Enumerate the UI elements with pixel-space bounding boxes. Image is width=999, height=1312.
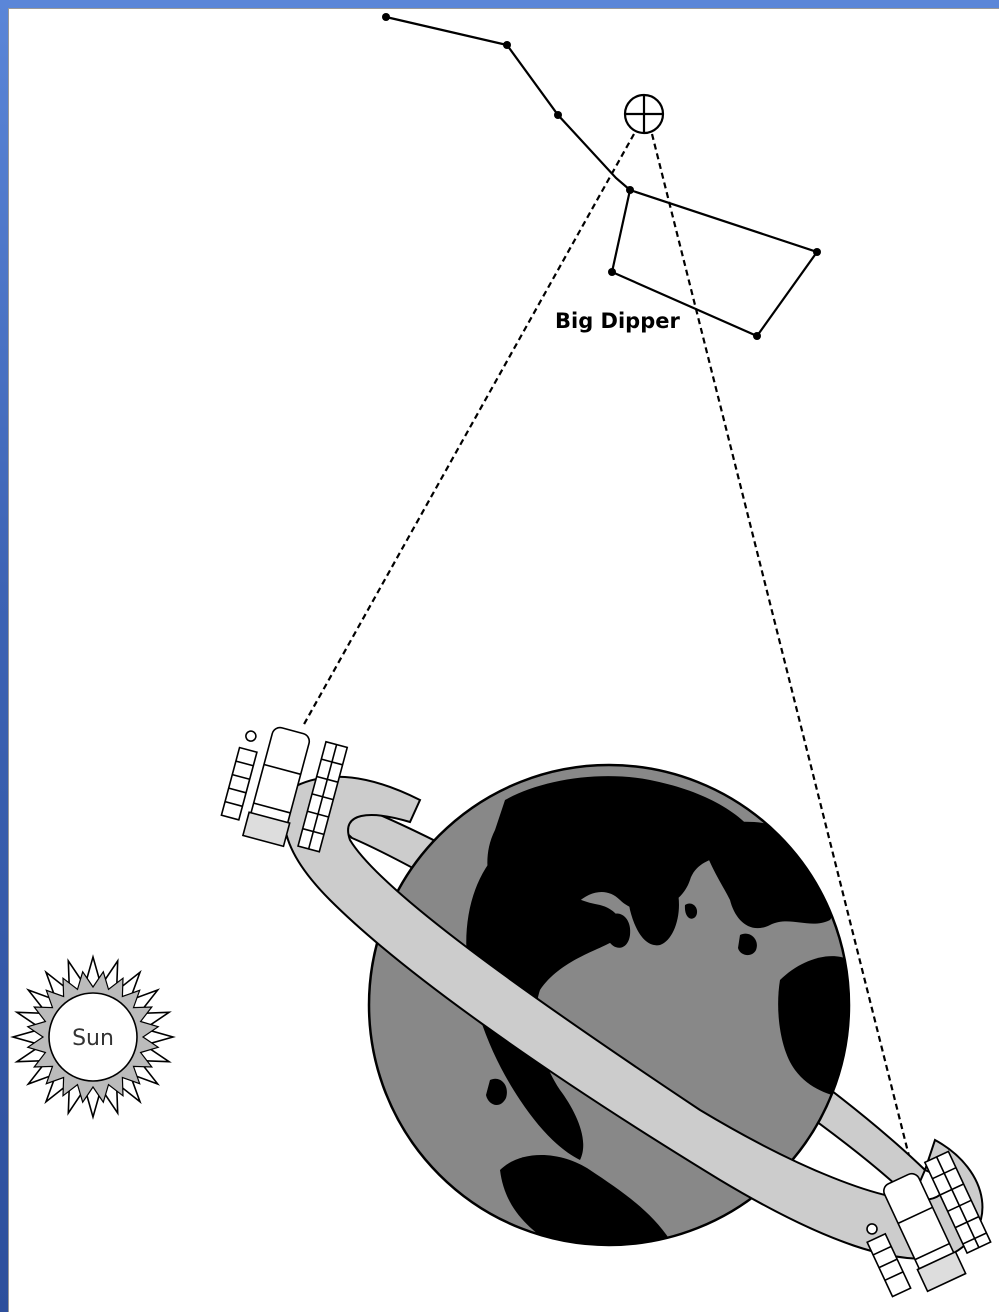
star-dot xyxy=(813,248,821,256)
star-dot xyxy=(554,111,562,119)
sun-label: Sun xyxy=(72,1026,114,1051)
sun-icon: Sun xyxy=(13,957,173,1117)
star-dot xyxy=(503,41,511,49)
star-dot xyxy=(753,332,761,340)
star-dot xyxy=(626,186,634,194)
sight-line-left xyxy=(303,134,634,726)
big-dipper-constellation xyxy=(386,17,817,336)
star-dot xyxy=(608,268,616,276)
star-dot xyxy=(382,13,390,21)
crosshair-circle-icon xyxy=(625,95,663,133)
big-dipper-label: Big Dipper xyxy=(555,309,680,333)
big-dipper-stars xyxy=(382,13,821,340)
